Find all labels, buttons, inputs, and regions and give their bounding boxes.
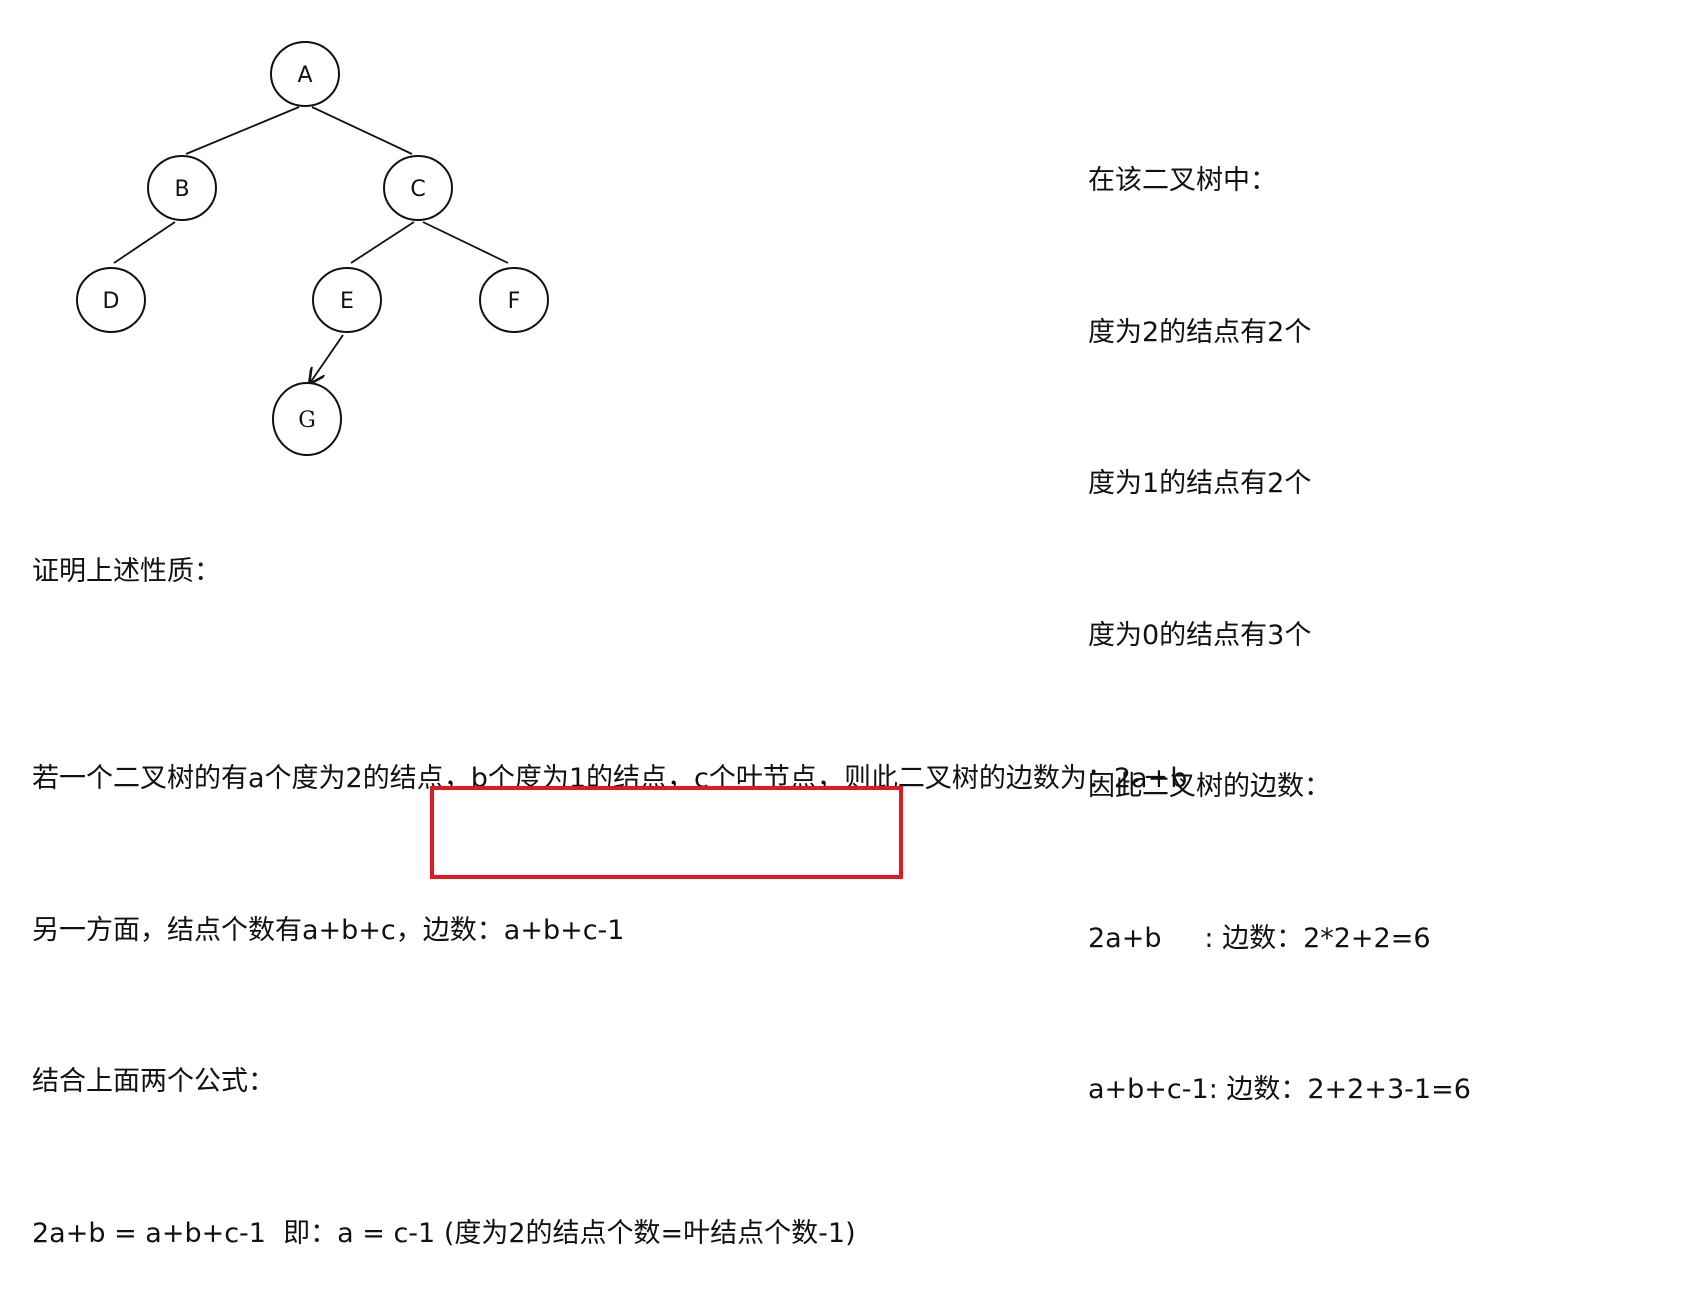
edge-a-c <box>311 106 413 155</box>
edge-e-g <box>310 334 344 383</box>
stats-title: 在该二叉树中： <box>1088 165 1277 196</box>
node-circle <box>479 267 549 333</box>
node-label: A <box>297 63 312 88</box>
stats-edges-intro: 因此二叉树的边数： <box>1088 771 1331 802</box>
proof-title: 证明上述性质： <box>32 556 221 587</box>
node-circle <box>270 41 340 107</box>
proof-conclusion-note: (度为2的结点个数=叶结点个数-1) <box>443 1217 856 1249</box>
node-circle <box>272 382 342 456</box>
stats-degree2-count: 度为2的结点有2个 <box>1088 316 1312 348</box>
tree-node-g: G <box>272 382 342 456</box>
edge-c-f <box>422 221 509 264</box>
node-label: G <box>298 408 316 433</box>
tree-node-e: E <box>312 267 382 333</box>
proof-line-2: 另一方面，结点个数有a+b+c，边数：a+b+c-1 <box>32 914 625 946</box>
node-circle <box>76 267 146 333</box>
proof-line-4: 2a+b = a+b+c-1 即：a = c-1 (度为2的结点个数=叶结点个数… <box>32 1209 1187 1260</box>
tree-node-b: B <box>147 155 217 221</box>
node-label: C <box>410 177 425 202</box>
node-label: B <box>174 177 189 202</box>
edge-a-b <box>185 106 300 155</box>
proof-body: 若一个二叉树的有a个度为2的结点，b个度为1的结点，c个叶节点，则此二叉树的边数… <box>32 653 1187 1310</box>
edge-b-d <box>113 221 176 264</box>
stats-degree1-count: 度为1的结点有2个 <box>1088 468 1312 499</box>
node-circle <box>312 267 382 333</box>
proof-line-3: 结合上面两个公式： <box>32 1066 275 1097</box>
node-circle <box>383 155 453 221</box>
stats-degree0-count: 度为0的结点有3个 <box>1088 619 1312 651</box>
proof-equation: 2a+b = a+b+c-1 即：a = c-1 <box>32 1217 444 1249</box>
tree-node-a: A <box>270 41 340 107</box>
node-label: D <box>103 289 120 314</box>
tree-node-c: C <box>383 155 453 221</box>
conclusion-highlight-box <box>430 786 903 879</box>
node-label: E <box>340 289 354 314</box>
node-label: F <box>508 289 521 314</box>
edge-c-e <box>350 221 415 264</box>
tree-edges <box>113 106 509 383</box>
tree-nodes: A B C D E F G <box>76 41 549 456</box>
tree-node-d: D <box>76 267 146 333</box>
node-circle <box>147 155 217 221</box>
tree-node-f: F <box>479 267 549 333</box>
binary-tree-diagram: A B C D E F G <box>76 41 549 456</box>
